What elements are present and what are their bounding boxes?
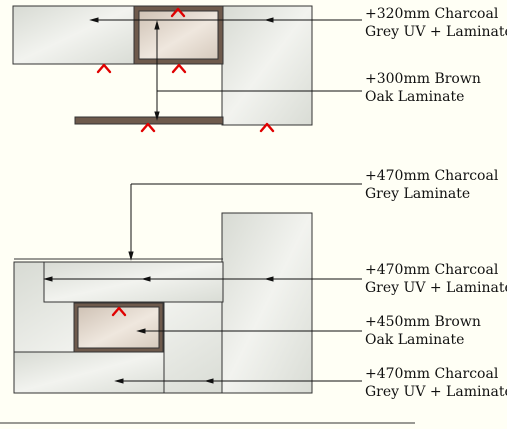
annotation-line: Grey UV + Laminate — [365, 24, 507, 40]
bottom-tall-panel — [221, 212, 313, 394]
annotation-line: Grey UV + Laminate — [365, 280, 507, 296]
bottom-leaders — [43, 183, 362, 384]
annotation-line: Grey Laminate — [365, 186, 471, 202]
annotation-line: +470mm Charcoal — [365, 168, 499, 184]
marker-caret — [96, 63, 112, 74]
top-brown-oak-door — [138, 10, 219, 60]
top-elevation — [12, 5, 313, 126]
top-leaders — [89, 17, 362, 121]
top-right-panel — [221, 5, 313, 126]
bottom-brown-oak-door — [77, 306, 160, 349]
top-brown-oak-shelf — [74, 116, 224, 125]
top-markers — [96, 7, 275, 133]
annotation-line: +470mm Charcoal — [365, 366, 499, 382]
annotation-bottom-charcoal-uv-1: +470mm Charcoal Grey UV + Laminate — [365, 261, 507, 297]
annotation-line: Grey UV + Laminate — [365, 384, 507, 400]
annotation-bottom-brown: +450mm Brown Oak Laminate — [365, 313, 505, 349]
top-left-panel — [12, 5, 136, 65]
marker-caret — [170, 7, 186, 18]
bottom-elevation — [13, 212, 313, 394]
marker-caret — [111, 306, 127, 317]
annotation-line: +450mm Brown — [365, 314, 481, 330]
annotation-line: +300mm Brown — [365, 71, 481, 87]
annotation-line: +470mm Charcoal — [365, 262, 499, 278]
marker-caret — [140, 122, 156, 133]
annotation-top-brown: +300mm Brown Oak Laminate — [365, 70, 505, 106]
marker-caret — [259, 122, 275, 133]
bottom-markers — [111, 306, 127, 317]
annotation-line: +320mm Charcoal — [365, 6, 499, 22]
bottom-lower-drawer — [13, 351, 165, 394]
annotation-bottom-charcoal-laminate: +470mm Charcoal Grey Laminate — [365, 167, 505, 203]
annotation-line: Oak Laminate — [365, 89, 465, 105]
annotation-top-charcoal: +320mm Charcoal Grey UV + Laminate — [365, 5, 507, 41]
marker-caret — [171, 63, 187, 74]
annotation-line: Oak Laminate — [365, 332, 465, 348]
annotation-bottom-charcoal-uv-2: +470mm Charcoal Grey UV + Laminate — [365, 365, 507, 401]
bottom-upper-drawer — [43, 261, 224, 303]
